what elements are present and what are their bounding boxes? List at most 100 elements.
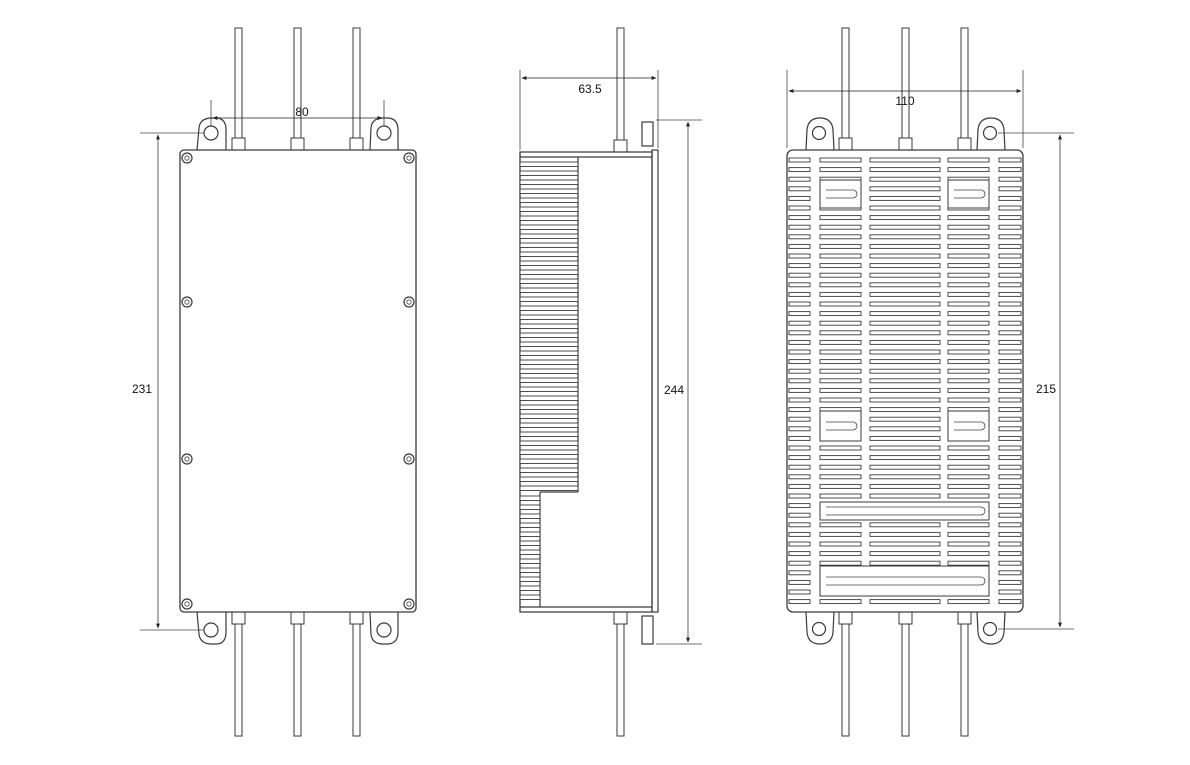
fin bbox=[519, 377, 579, 383]
fin bbox=[788, 320, 811, 326]
back-tab-bottom-right bbox=[976, 611, 1006, 645]
fin bbox=[869, 186, 941, 192]
fin bbox=[788, 301, 811, 307]
fin bbox=[998, 263, 1022, 269]
fin bbox=[519, 215, 579, 221]
fin bbox=[519, 386, 579, 392]
fin bbox=[819, 378, 862, 384]
fin bbox=[788, 397, 811, 403]
fin bbox=[998, 560, 1022, 566]
fin bbox=[788, 512, 811, 518]
fin bbox=[947, 531, 990, 537]
fin bbox=[998, 416, 1022, 422]
fin bbox=[947, 167, 990, 173]
fin bbox=[947, 387, 990, 393]
fin bbox=[869, 522, 941, 528]
fin bbox=[869, 157, 941, 163]
fin bbox=[998, 320, 1022, 326]
fin bbox=[819, 368, 862, 374]
fin bbox=[947, 455, 990, 461]
fin bbox=[519, 540, 541, 546]
fin bbox=[788, 339, 811, 345]
screws bbox=[181, 152, 415, 610]
fin bbox=[519, 485, 579, 491]
fin bbox=[788, 407, 811, 413]
terminal-top-base bbox=[613, 139, 628, 153]
fin bbox=[788, 570, 811, 576]
fin bbox=[998, 167, 1022, 173]
fin bbox=[998, 522, 1022, 528]
fin bbox=[788, 435, 811, 441]
fin bbox=[788, 474, 811, 480]
fin bbox=[998, 282, 1022, 288]
fin bbox=[869, 272, 941, 278]
fin bbox=[947, 311, 990, 317]
fin bbox=[519, 458, 579, 464]
fin bbox=[819, 301, 862, 307]
fin bbox=[519, 504, 541, 510]
fin bbox=[947, 234, 990, 240]
back-width-dimension: 110 bbox=[786, 70, 1024, 148]
fin bbox=[519, 549, 541, 555]
fin bbox=[819, 445, 862, 451]
fin bbox=[519, 296, 579, 302]
fin bbox=[998, 435, 1022, 441]
fin bbox=[947, 368, 990, 374]
fin bbox=[947, 551, 990, 557]
fin bbox=[819, 474, 862, 480]
fin bbox=[998, 407, 1022, 413]
fin bbox=[998, 186, 1022, 192]
fin bbox=[947, 464, 990, 470]
fin bbox=[869, 291, 941, 297]
fin bbox=[869, 195, 941, 201]
fin bbox=[947, 301, 990, 307]
fin bbox=[788, 205, 811, 211]
fin bbox=[947, 272, 990, 278]
back-view: 110 215 bbox=[786, 27, 1074, 737]
fin bbox=[998, 205, 1022, 211]
fin bbox=[869, 311, 941, 317]
fin bbox=[998, 224, 1022, 230]
slot-top-right bbox=[947, 179, 990, 209]
fin bbox=[788, 426, 811, 432]
fin bbox=[947, 215, 990, 221]
fin bbox=[819, 455, 862, 461]
fin bbox=[998, 464, 1022, 470]
slot-mid-right bbox=[947, 410, 990, 442]
fin bbox=[998, 503, 1022, 509]
fin bbox=[819, 359, 862, 365]
fin bbox=[869, 541, 941, 547]
fin bbox=[869, 263, 941, 269]
front-height-label: 231 bbox=[132, 382, 152, 396]
fin bbox=[519, 440, 579, 446]
fin bbox=[869, 445, 941, 451]
fin bbox=[869, 176, 941, 182]
fin bbox=[869, 215, 941, 221]
screw-icon bbox=[181, 598, 193, 610]
front-view: 80 231 bbox=[132, 27, 417, 737]
fin bbox=[788, 195, 811, 201]
fin bbox=[519, 431, 579, 437]
fin bbox=[519, 531, 541, 537]
fin bbox=[519, 287, 579, 293]
fin bbox=[819, 339, 862, 345]
fin bbox=[998, 330, 1022, 336]
fin bbox=[519, 170, 579, 176]
fin bbox=[519, 323, 579, 329]
back-height-dimension: 215 bbox=[998, 132, 1074, 630]
fin bbox=[998, 579, 1022, 585]
side-view: 63.5 244 bbox=[519, 27, 702, 737]
fin bbox=[788, 493, 811, 499]
heatsink-fins bbox=[788, 157, 1022, 605]
fin bbox=[788, 541, 811, 547]
fin bbox=[947, 378, 990, 384]
fin bbox=[519, 260, 579, 266]
fin bbox=[819, 291, 862, 297]
cooling-fins bbox=[519, 161, 579, 600]
fin bbox=[519, 341, 579, 347]
fin bbox=[869, 243, 941, 249]
fin bbox=[869, 464, 941, 470]
slot-top-left bbox=[819, 179, 862, 209]
fin bbox=[998, 387, 1022, 393]
